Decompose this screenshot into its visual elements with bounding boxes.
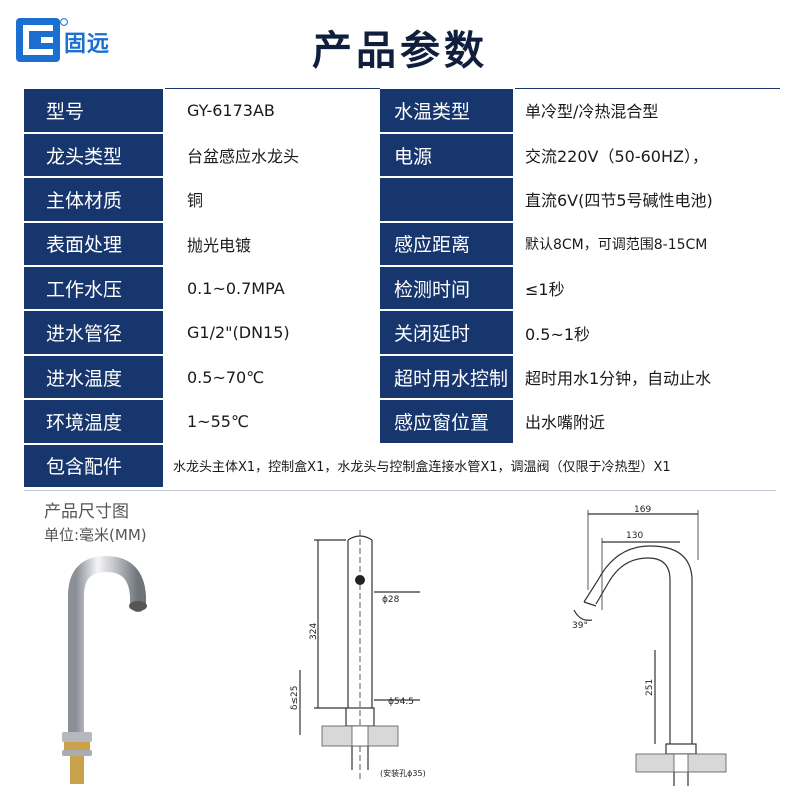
spec-value: 0.5~70℃ <box>164 354 380 401</box>
page-title: 产品参数 <box>312 28 488 74</box>
spec-label: 进水管径 <box>24 310 165 356</box>
brand-logo <box>14 16 124 68</box>
spec-value: 抛光电镀 <box>164 221 380 268</box>
spec-value-2: 直流6V(四节5号碱性电池) <box>514 176 780 223</box>
spec-value-2: 交流220V（50-60HZ）， <box>514 132 780 179</box>
spec-label: 龙头类型 <box>24 132 165 179</box>
spec-value-2: ≤1秒 <box>514 265 780 312</box>
brand-name: 固远 <box>64 32 111 57</box>
spec-label-2: 感应距离 <box>380 221 515 268</box>
brand-logo-mark-icon <box>16 18 68 62</box>
spec-value-2: 0.5~1秒 <box>514 309 780 356</box>
spec-label-2: 水温类型 <box>380 88 515 134</box>
side-view-drawing: 169 130 39° 251 <box>572 505 727 786</box>
spec-label: 主体材质 <box>24 177 165 223</box>
spec-value-2: 出水嘴附近 <box>514 398 780 445</box>
spec-label-2 <box>380 177 515 223</box>
dimension-unit: 单位:毫米(MM) <box>44 526 147 544</box>
front-dim-diameter-base: ϕ54.5 <box>388 697 414 707</box>
spec-value: 铜 <box>164 176 380 223</box>
spec-label-2: 关闭延时 <box>380 310 515 356</box>
side-dim-spout-reach: 130 <box>626 531 643 541</box>
side-base-flange <box>665 743 697 755</box>
side-body-outer <box>583 545 693 744</box>
front-dim-height: 324 <box>309 623 319 640</box>
spec-label-2: 超时用水控制 <box>380 354 515 401</box>
spec-label: 环境温度 <box>24 399 165 445</box>
sensor-window-icon <box>355 575 365 585</box>
product-photo <box>62 556 147 784</box>
spec-label: 工作水压 <box>24 266 165 312</box>
front-dim-diameter-top: ϕ28 <box>382 595 400 605</box>
front-hole-note: (安装孔ϕ35) <box>380 768 426 778</box>
spec-value-2: 默认8CM，可调范围8-15CM <box>514 221 780 268</box>
spec-value: G1/2"(DN15) <box>164 309 380 356</box>
dimension-title: 产品尺寸图 <box>44 502 129 522</box>
spec-label: 表面处理 <box>24 221 165 268</box>
spec-row: 主体材质铜 直流6V(四节5号碱性电池) <box>24 176 780 223</box>
front-dim-thickness: δ≤25 <box>290 686 300 711</box>
side-body-inner <box>595 557 671 744</box>
spec-row: 表面处理抛光电镀感应距离默认8CM，可调范围8-15CM <box>24 221 780 268</box>
spec-label: 型号 <box>24 88 165 134</box>
spec-row: 龙头类型台盆感应水龙头电源交流220V（50-60HZ）， <box>24 132 780 179</box>
spec-label: 进水温度 <box>24 354 165 401</box>
spec-value-2: 单冷型/冷热混合型 <box>514 87 780 134</box>
spec-row-accessories: 包含配件水龙头主体X1，控制盒X1，水龙头与控制盒连接水管X1，调温阀（仅限于冷… <box>24 443 780 490</box>
spec-label-2: 电源 <box>380 132 515 179</box>
spec-label-2: 感应窗位置 <box>380 399 515 445</box>
accessories-value: 水龙头主体X1，控制盒X1，水龙头与控制盒连接水管X1，调温阀（仅限于冷热型）X… <box>164 443 780 490</box>
spec-value: 1~55℃ <box>164 398 380 445</box>
side-dim-angle: 39° <box>572 621 588 631</box>
spec-label-2: 检测时间 <box>380 266 515 312</box>
front-view-drawing: ϕ28 324 δ≤25 ϕ54.5 (安装孔ϕ35) <box>290 530 426 780</box>
spec-value-2: 超时用水1分钟，自动止水 <box>514 354 780 401</box>
accessories-label: 包含配件 <box>24 443 165 490</box>
side-dim-spout-height: 251 <box>645 679 655 696</box>
spec-value: 0.1~0.7MPA <box>164 265 380 312</box>
dimension-panel <box>24 490 776 800</box>
spec-value: 台盆感应水龙头 <box>164 132 380 179</box>
spec-value: GY-6173AB <box>164 87 380 134</box>
side-dim-overall-reach: 169 <box>634 505 651 515</box>
side-angle-arc <box>573 609 593 621</box>
